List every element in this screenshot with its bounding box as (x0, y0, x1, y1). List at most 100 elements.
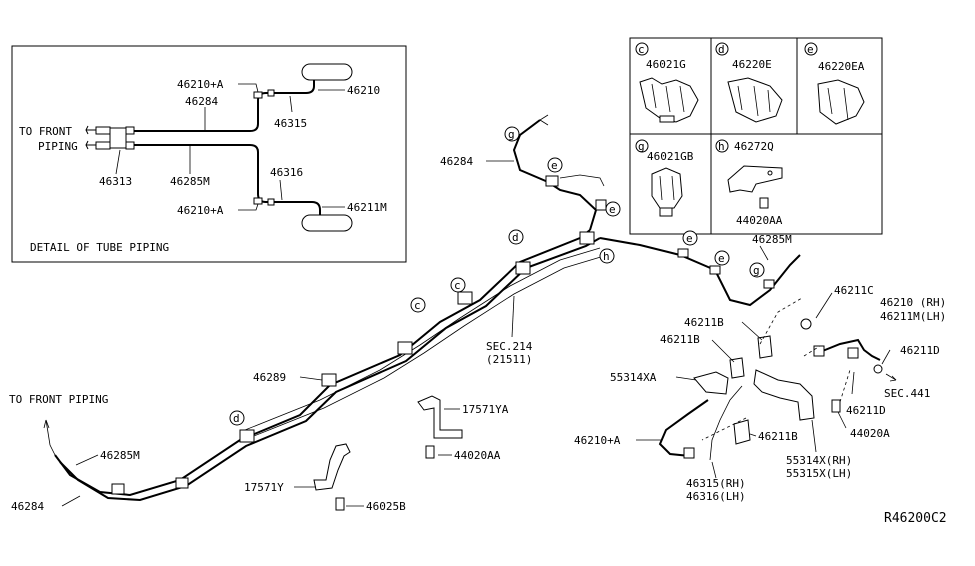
label-46210a-rear: 46210+A (574, 434, 621, 447)
bolt-44020aa (425, 445, 435, 459)
callout-e-2: e (605, 201, 621, 217)
clip-part-46021g: 46021G (646, 58, 686, 71)
clip-letter-e: e (807, 43, 814, 56)
label-46316-lh: 46316(LH) (686, 490, 746, 503)
label-46211d-2: 46211D (846, 404, 886, 417)
label-46289: 46289 (253, 371, 286, 384)
tube-46315-46316 (709, 385, 743, 461)
label-46285m-bottom: 46285M (100, 449, 140, 462)
front-inlet-connector (85, 125, 135, 150)
label-44020aa: 44020AA (454, 449, 501, 462)
bracket-17571ya-group: 17571YA 44020AA (417, 395, 509, 462)
clip-cell-e: e 46220EA (804, 42, 865, 125)
label-46316-detail: 46316 (270, 166, 303, 179)
clip-letter-g: g (638, 140, 645, 153)
clip-part-46021gb: 46021GB (647, 150, 694, 163)
label-46211m-detail: 46211M (347, 201, 387, 214)
bolt-44020aa-clip (759, 197, 769, 209)
callout-g-1: g (504, 126, 520, 142)
callout-d-1: d (508, 229, 524, 245)
clip-on-tube-9 (677, 248, 689, 258)
bracket-17571y (313, 443, 351, 491)
callout-c-1: c (450, 277, 466, 293)
clip-on-tube-1 (111, 483, 125, 495)
detail-title: DETAIL OF TUBE PIPING (30, 241, 169, 254)
callout-g-2: g (749, 262, 765, 278)
clip-46211b-2 (729, 357, 745, 379)
clip-part-46220ea: 46220EA (818, 60, 865, 73)
label-46025b: 46025B (366, 500, 406, 513)
bolt-44020a (831, 399, 841, 413)
label-46210-detail: 46210 (347, 84, 380, 97)
joint-upper (253, 91, 263, 99)
label-55314xa: 55314XA (610, 371, 657, 384)
clip-letter-c: c (638, 43, 645, 56)
clip-on-tube-4 (321, 373, 337, 387)
svg-text:g: g (753, 264, 760, 277)
bracket-17571y-group: 17571Y 46025B (244, 443, 406, 513)
clip-46021g-shape (639, 77, 699, 123)
callout-e-4: e (714, 250, 730, 266)
brake-hose-46210a (658, 399, 709, 457)
fuel-tube-sec214 (239, 247, 601, 433)
svg-text:h: h (603, 250, 610, 263)
callout-c-2: c (410, 297, 426, 313)
label-46211m-lh: 46211M(LH) (880, 310, 946, 323)
svg-text:g: g (508, 128, 515, 141)
callout-e-3: e (682, 230, 698, 246)
clip-on-tube-2 (175, 477, 189, 489)
label-44020a: 44020A (850, 427, 890, 440)
label-46284-detail: 46284 (185, 95, 218, 108)
bracket-46272q-shape (727, 165, 783, 193)
callout-h: h (599, 248, 615, 264)
svg-text:e: e (718, 252, 725, 265)
svg-text:d: d (512, 231, 519, 244)
clip-on-tube-7 (515, 261, 531, 275)
svg-text:e: e (686, 232, 693, 245)
label-to-front-piping: TO FRONT PIPING (9, 393, 108, 406)
clip-cell-d: d 46220E (715, 42, 783, 123)
label-46284-bottom: 46284 (11, 500, 44, 513)
label-46210a-top: 46210+A (177, 78, 224, 91)
brake-hose-46210 (819, 338, 881, 361)
clip-on-tube-13 (595, 199, 607, 211)
clip-parts-table: c 46021G d 46220E e 46220EA g 46021GB (629, 37, 883, 235)
callout-e-1: e (547, 157, 563, 173)
rear-wheel-cylinder-upper (301, 63, 353, 81)
label-sec214: SEC.214 (486, 340, 533, 353)
tube-46285m-upper (599, 237, 801, 307)
label-46210a-bottom: 46210+A (177, 204, 224, 217)
bracket-17571ya (417, 395, 463, 439)
clip-on-tube-8 (579, 231, 595, 245)
label-46211b-1: 46211B (684, 316, 724, 329)
bracket-55314xa (693, 371, 729, 395)
label-piping-detail: PIPING (38, 140, 78, 153)
clip-46211b-3 (733, 419, 751, 445)
clip-cell-c: c 46021G (635, 42, 699, 123)
clip-cell-g: g 46021GB (635, 139, 694, 217)
clip-part-46272q: 46272Q (734, 140, 774, 153)
clip-46021gb-shape (651, 167, 683, 209)
clip-letter-h: h (718, 140, 725, 153)
joint-lower (253, 197, 263, 205)
label-46315-detail: 46315 (274, 117, 307, 130)
label-46210-rh: 46210 (RH) (880, 296, 946, 309)
svg-text:d: d (233, 412, 240, 425)
label-46285m-top: 46285M (752, 233, 792, 246)
to-front-piping-tube (45, 419, 56, 456)
rear-wheel-cylinder-lower (301, 214, 353, 232)
svg-text:c: c (454, 279, 461, 292)
main-tube-assembly: c c d d e e e e g g h 46284 46285M SEC.2… (9, 114, 801, 513)
tube-46285m-detail (134, 144, 321, 215)
label-46284-top: 46284 (440, 155, 473, 168)
label-to-front-detail: TO FRONT (19, 125, 72, 138)
main-tube-upper (54, 229, 591, 497)
label-46315-rh: 46315(RH) (686, 477, 746, 490)
clip-part-44020aa: 44020AA (736, 214, 783, 227)
clip-on-tube-3 (239, 429, 255, 443)
rear-brake-hose-assembly: 46211C 46210 (RH) 46211M(LH) 46211B 4621… (574, 284, 946, 503)
label-46313: 46313 (99, 175, 132, 188)
clip-on-tube-12 (545, 175, 559, 187)
clip-part-46220e: 46220E (732, 58, 772, 71)
